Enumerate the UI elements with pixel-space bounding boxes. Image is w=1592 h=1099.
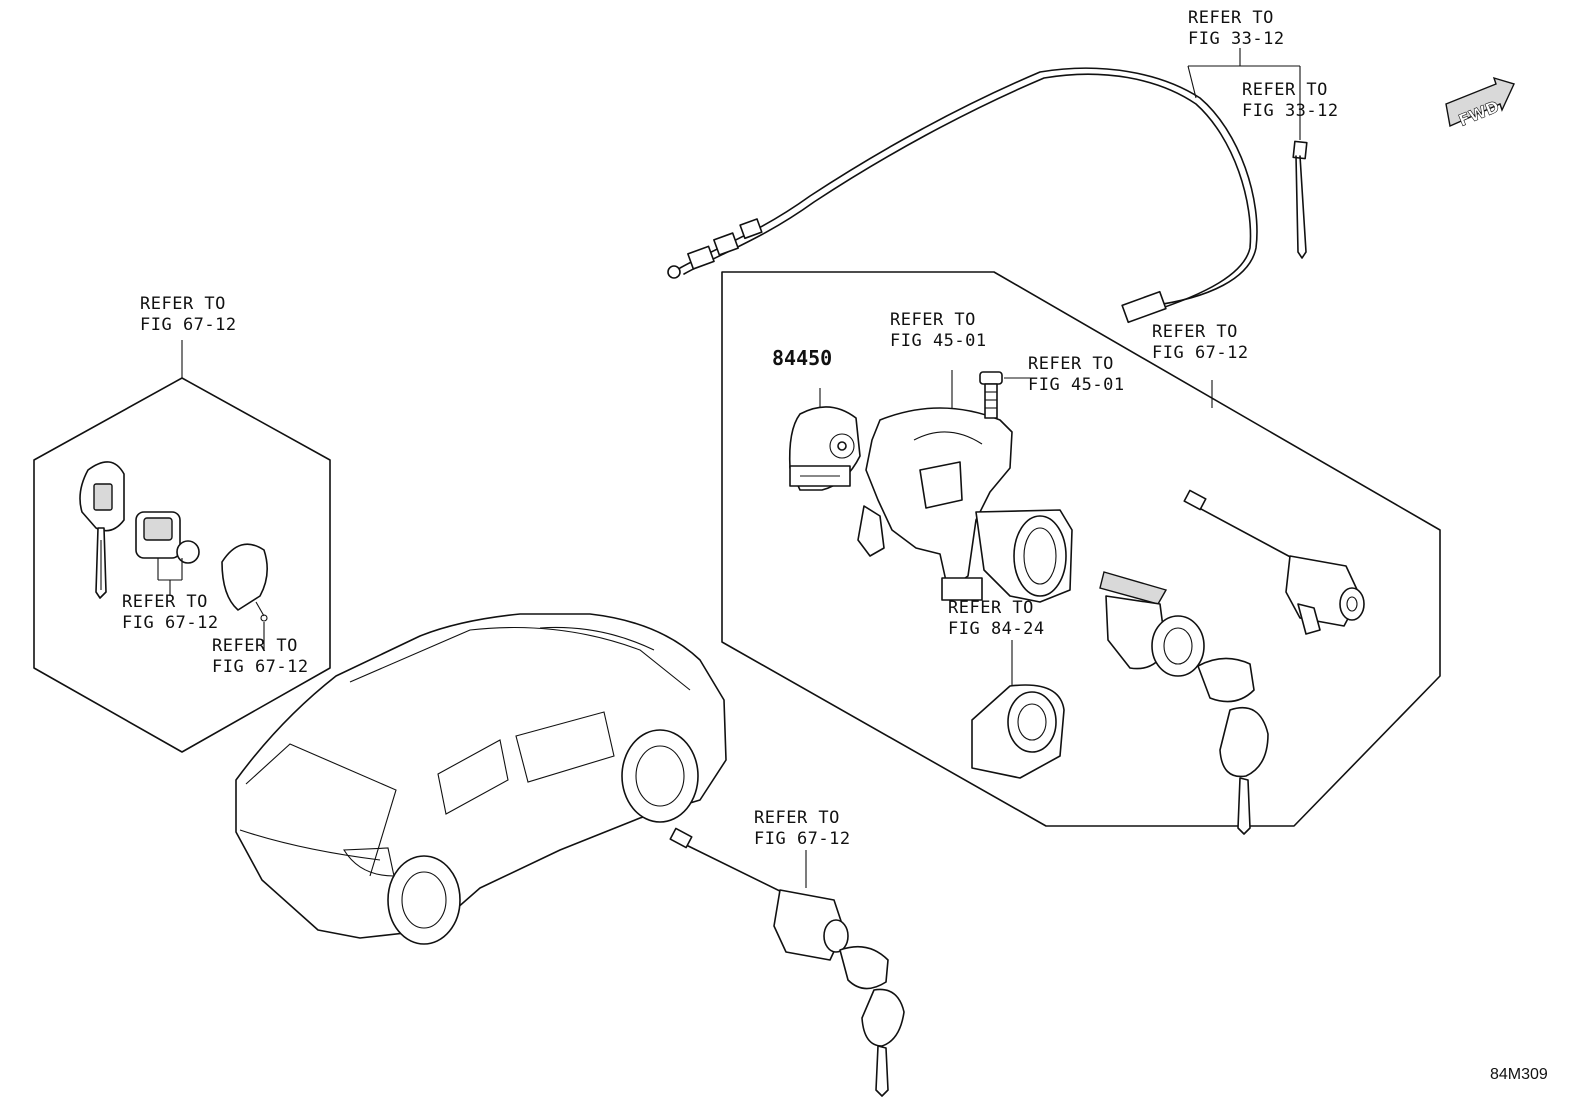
fwd-arrow-icon: FWD — [1445, 76, 1515, 130]
vehicle-silhouette — [235, 613, 727, 945]
key-transmitter-group — [33, 340, 331, 753]
steering-lock-group — [721, 271, 1441, 835]
door-lock-cylinder-bottom-part — [669, 827, 905, 1097]
transmitter-module-part — [135, 511, 200, 596]
door-lock-cylinder-right-part — [1183, 489, 1365, 635]
ignition-bezel-part — [971, 640, 1065, 779]
ignition-switch-part — [788, 388, 861, 491]
keyless-key-part — [79, 461, 125, 599]
key-cover-part — [221, 543, 268, 650]
illustration-id: 84M309 — [1490, 1066, 1548, 1083]
part-number-84450: 84450 — [772, 346, 833, 370]
key-interlock-cable — [667, 48, 1308, 324]
steering-lock-body-part — [857, 370, 1073, 603]
steering-lock-bolt-part — [979, 371, 1036, 419]
ignition-key-cylinder-part — [1099, 571, 1269, 835]
